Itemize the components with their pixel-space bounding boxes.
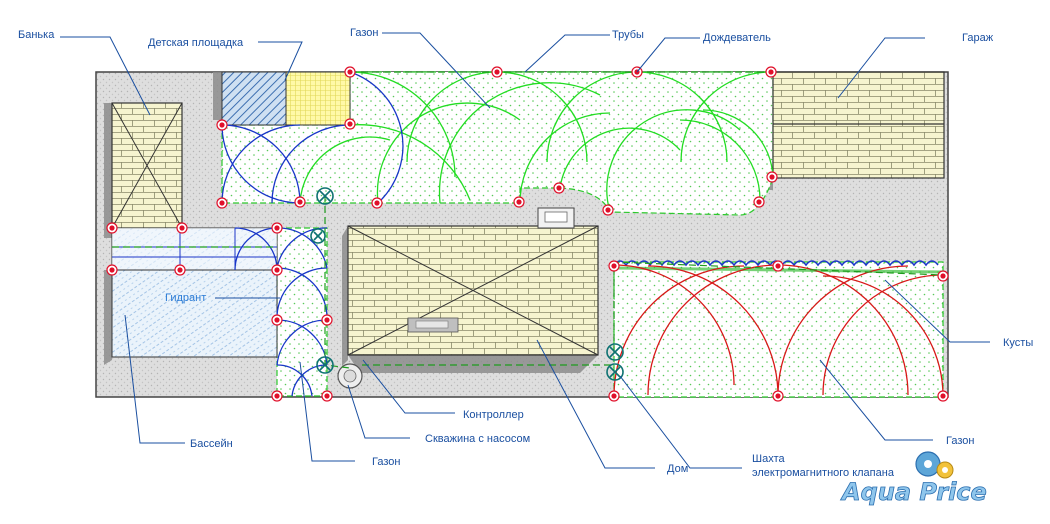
sprinkler-marker bbox=[271, 222, 283, 234]
sprinkler-marker bbox=[602, 204, 614, 216]
sprinkler-marker bbox=[271, 390, 283, 402]
lawn-left bbox=[276, 227, 328, 397]
label-hydrant: Гидрант bbox=[165, 292, 206, 304]
sprinkler-marker bbox=[176, 222, 188, 234]
valve-shaft-icon bbox=[606, 343, 624, 361]
sprinkler-marker bbox=[344, 118, 356, 130]
label-lawn-left: Газон bbox=[372, 456, 400, 468]
gear-icon bbox=[915, 451, 954, 479]
sprinkler-marker bbox=[772, 260, 784, 272]
valve-markers bbox=[310, 187, 624, 381]
valve-shaft-icon bbox=[316, 187, 334, 205]
label-house: Дом bbox=[667, 463, 688, 475]
sprinkler-marker bbox=[344, 66, 356, 78]
leader-lines bbox=[60, 32, 990, 469]
well-with-pump bbox=[337, 363, 363, 389]
sprinkler-marker bbox=[772, 390, 784, 402]
blue-zone-arcs bbox=[221, 71, 404, 397]
sprinkler-markers bbox=[106, 66, 949, 402]
house-building bbox=[347, 225, 599, 356]
sprinkler-marker bbox=[937, 270, 949, 282]
controller-box bbox=[537, 207, 575, 229]
sprinkler-marker bbox=[553, 182, 565, 194]
label-sprinkler: Дождеватель bbox=[703, 32, 771, 44]
aqua-price-logo: Aqua Price bbox=[840, 451, 987, 506]
label-valve-shaft-line2: электромагнитного клапана bbox=[752, 467, 895, 479]
valve-shaft-icon bbox=[606, 363, 624, 381]
red-zone-arcs bbox=[613, 264, 944, 397]
label-banya: Банька bbox=[18, 29, 55, 41]
sprinkler-marker bbox=[271, 314, 283, 326]
lawn-areas bbox=[221, 71, 944, 398]
label-pipes: Трубы bbox=[612, 29, 644, 41]
label-well: Скважина с насосом bbox=[425, 433, 530, 445]
playground-yellow bbox=[285, 71, 351, 126]
sprinkler-marker bbox=[216, 119, 228, 131]
banya-building bbox=[111, 102, 183, 229]
label-pool: Бассейн bbox=[190, 438, 233, 450]
sprinkler-marker bbox=[491, 66, 503, 78]
playground-blue bbox=[221, 71, 287, 126]
sprinkler-marker bbox=[216, 197, 228, 209]
green-zone-arcs bbox=[299, 71, 774, 213]
sprinkler-marker bbox=[513, 196, 525, 208]
sprinkler-marker bbox=[766, 171, 778, 183]
sprinkler-marker bbox=[608, 260, 620, 272]
label-playground: Детская площадка bbox=[148, 37, 244, 49]
label-lawn-right: Газон bbox=[946, 435, 974, 447]
sprinkler-marker bbox=[174, 264, 186, 276]
pool bbox=[111, 227, 278, 358]
sprinkler-marker bbox=[106, 222, 118, 234]
valve-shaft-icon bbox=[316, 356, 334, 374]
sprinkler-marker bbox=[321, 314, 333, 326]
sprinkler-marker bbox=[753, 196, 765, 208]
logo-text: Aqua Price bbox=[840, 478, 987, 506]
sprinkler-marker bbox=[765, 66, 777, 78]
sprinkler-marker bbox=[937, 390, 949, 402]
label-valve-shaft-line1: Шахта bbox=[752, 453, 785, 465]
sprinkler-marker bbox=[106, 264, 118, 276]
garage-building bbox=[772, 71, 945, 179]
sprinkler-marker bbox=[321, 390, 333, 402]
label-garage: Гараж bbox=[962, 32, 994, 44]
sprinkler-marker bbox=[271, 264, 283, 276]
label-bushes: Кусты bbox=[1003, 337, 1033, 349]
label-controller: Контроллер bbox=[463, 409, 524, 421]
lawn-right bbox=[613, 261, 944, 398]
sprinkler-marker bbox=[371, 197, 383, 209]
label-lawn-top: Газон bbox=[350, 27, 378, 39]
sprinkler-marker bbox=[608, 390, 620, 402]
hydrant-icon bbox=[310, 228, 326, 244]
sprinkler-marker bbox=[294, 196, 306, 208]
building-shadows bbox=[104, 72, 773, 373]
